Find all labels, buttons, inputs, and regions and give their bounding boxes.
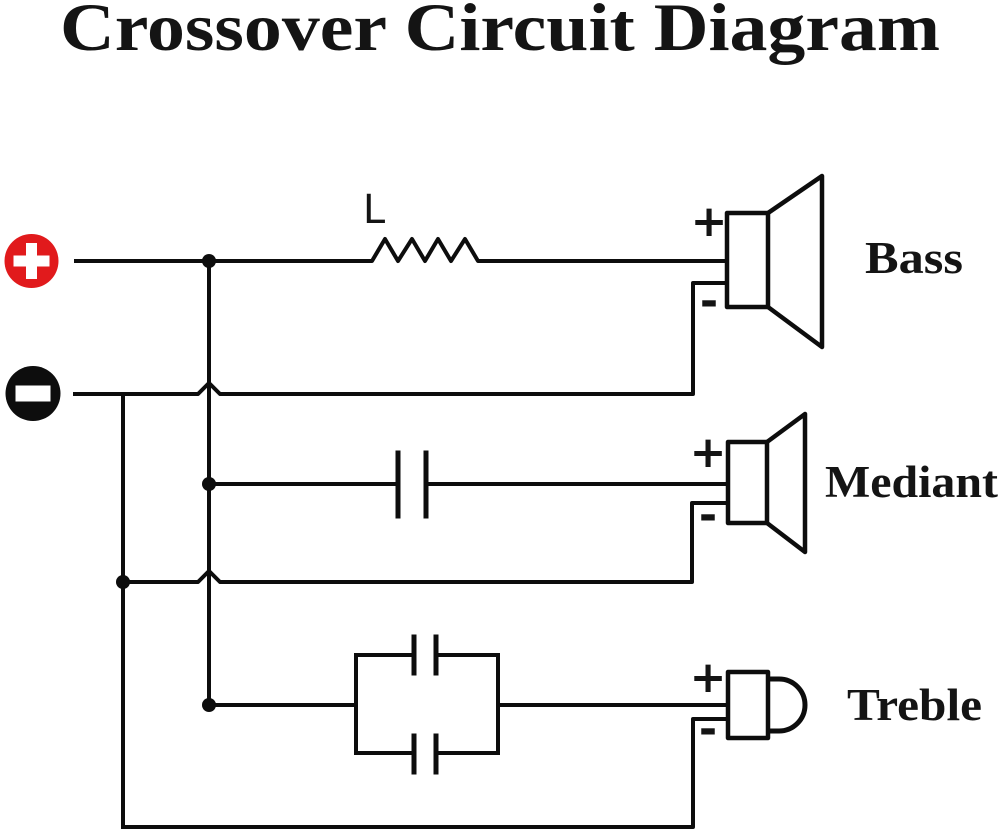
treble-return-wire xyxy=(121,717,729,829)
bass-label: Bass xyxy=(865,233,963,283)
junction-dot xyxy=(202,254,216,268)
junction-dot xyxy=(116,575,130,589)
page-title: Crossover Circuit Diagram xyxy=(60,0,940,65)
plus-icon xyxy=(13,243,50,279)
positive-feed-wire xyxy=(74,237,729,263)
minus-icon xyxy=(15,385,51,402)
plus-icon-vbar xyxy=(26,243,37,279)
mediant-return-wire xyxy=(121,501,729,584)
negative-terminal xyxy=(5,366,61,421)
treble-plus-mark: + xyxy=(690,652,727,703)
treble-parallel-network xyxy=(354,653,500,755)
bass-speaker-icon xyxy=(724,173,825,350)
speaker-names: Bass Mediant Treble xyxy=(825,233,998,730)
mediant-plus-mark: + xyxy=(690,427,727,478)
polarity-marks: + - + - + - xyxy=(690,196,728,755)
mediant-label: Mediant xyxy=(825,457,998,507)
bass-speaker-body xyxy=(724,210,771,310)
mediant-speaker-icon xyxy=(725,411,808,555)
mediant-minus-mark: - xyxy=(699,490,717,541)
speaker-icons xyxy=(724,173,825,741)
treble-capacitor-plates xyxy=(411,634,439,775)
junction-dot xyxy=(202,477,216,491)
mediant-speaker-cone xyxy=(765,411,808,555)
junction-dot xyxy=(202,698,216,712)
bass-plus-mark: + xyxy=(691,196,728,247)
negative-bus-wire xyxy=(73,281,729,396)
junction-dots xyxy=(116,254,216,712)
wiring xyxy=(73,237,729,829)
bass-speaker-cone xyxy=(766,173,825,350)
mediant-capacitor-plates xyxy=(395,450,429,519)
treble-label: Treble xyxy=(847,680,982,730)
mediant-speaker-body xyxy=(725,439,770,526)
bass-minus-mark: - xyxy=(700,276,718,327)
inductor-label: L xyxy=(363,187,386,233)
treble-minus-mark: - xyxy=(699,704,717,755)
treble-tweeter-body xyxy=(725,669,771,741)
treble-tweeter-icon xyxy=(725,669,808,741)
positive-terminal xyxy=(4,234,59,288)
treble-tweeter-dome xyxy=(768,676,808,734)
